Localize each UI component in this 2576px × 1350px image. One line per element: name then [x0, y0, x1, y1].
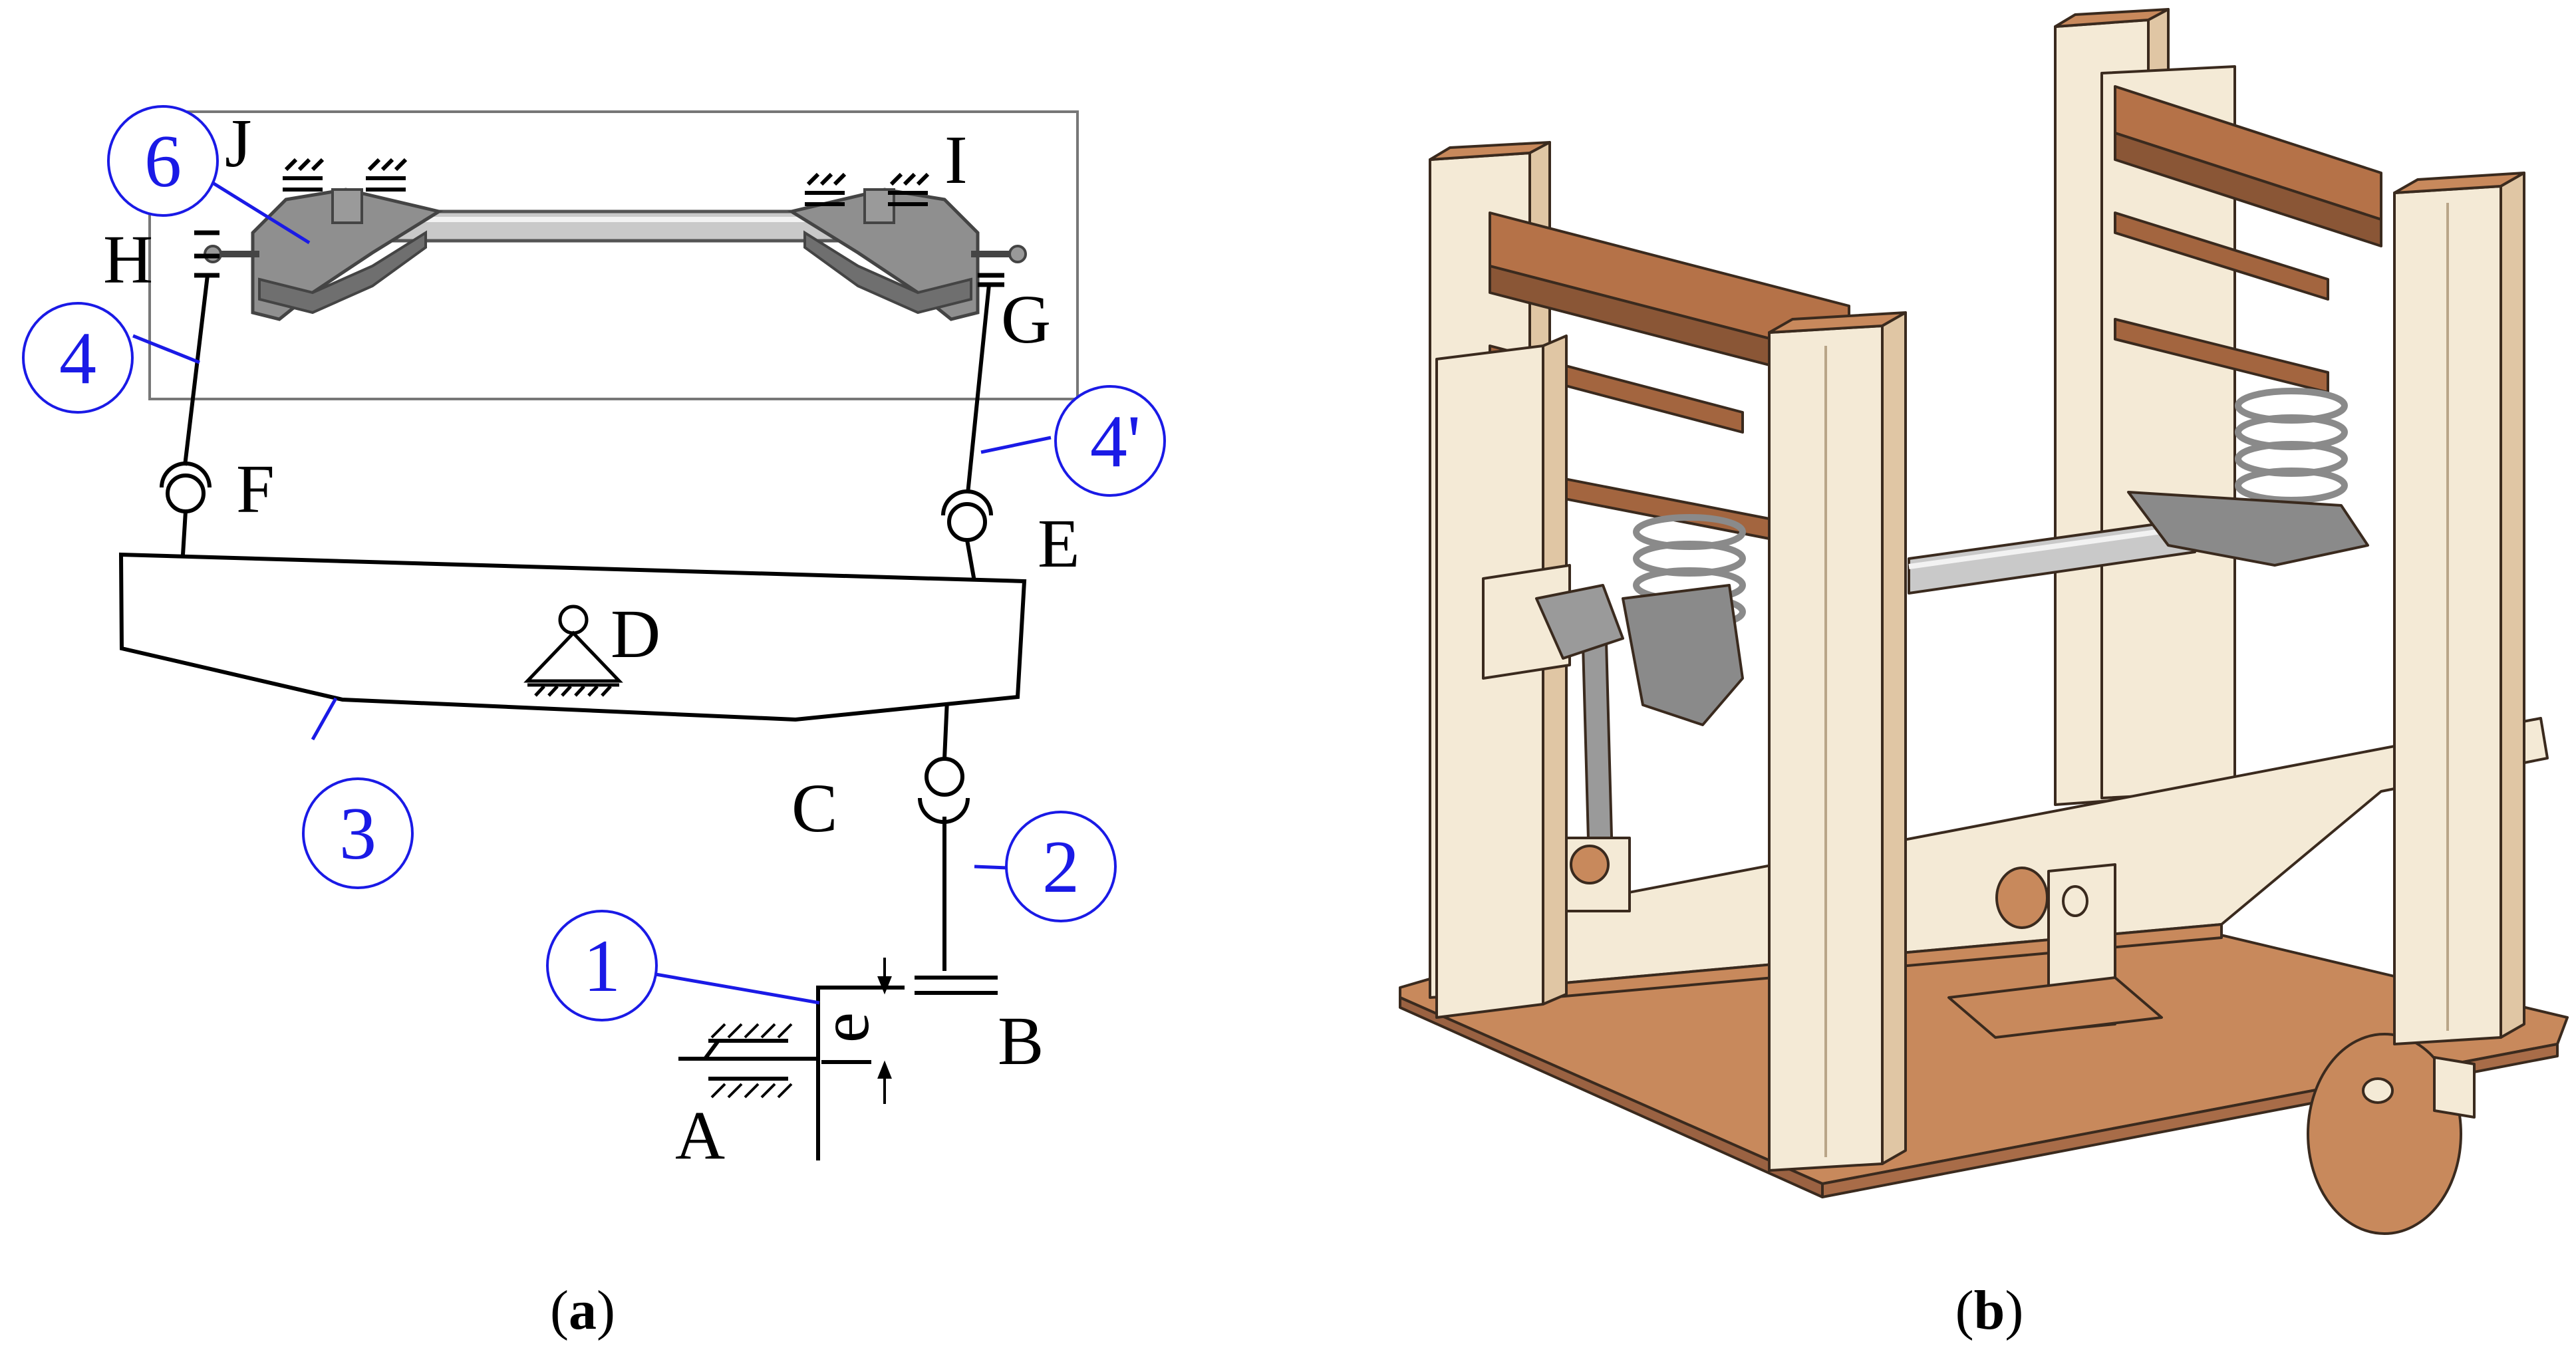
ground-bearings [283, 158, 930, 206]
callout-4: 4 [59, 317, 96, 400]
post-front-left [1435, 335, 1624, 1019]
callout-6: 6 [144, 120, 182, 203]
point-label-h: H [103, 221, 153, 298]
caption-a: (a) [550, 1280, 615, 1341]
point-label-c: C [791, 770, 837, 847]
crank-wheel [2307, 1033, 2476, 1235]
callout-2: 2 [1042, 826, 1079, 908]
point-label-e: E [1038, 505, 1080, 582]
callout-3: 3 [339, 793, 376, 875]
upper-channel-right [2114, 85, 2382, 394]
joint-caps [194, 230, 1004, 287]
axle-beam [204, 188, 1027, 321]
crank-eccentric [678, 817, 998, 1160]
caption-b-letter: b [1974, 1280, 2005, 1341]
point-label-b: B [998, 1003, 1044, 1079]
callout-4-prime: 4' [1090, 400, 1141, 483]
dimension-e [877, 958, 892, 1104]
callout-1: 1 [583, 925, 621, 1008]
point-label-i: I [944, 122, 968, 198]
panel-a-schematic: e 1 2 3 4 4' 6 J I H G F E [22, 105, 1166, 1341]
point-label-d: D [611, 596, 660, 672]
post-front-middle [1768, 311, 1907, 1172]
point-label-j: J [225, 105, 251, 182]
point-label-g: G [1001, 281, 1051, 358]
pivot-d [523, 605, 623, 697]
callout-circles [22, 105, 1166, 1021]
callout-leaders [132, 179, 1052, 1005]
panel-b-test-rig: (b) [1399, 8, 2569, 1341]
dimension-e-label: e [807, 1012, 883, 1043]
ground-hatch-a [710, 1023, 793, 1099]
axle-bounding-box [148, 110, 1079, 400]
balance-beam [118, 552, 1027, 722]
caption-b: (b) [1955, 1280, 2024, 1341]
point-label-f: F [236, 451, 275, 527]
axle-tube [1622, 491, 2369, 726]
spring-right [2235, 388, 2348, 503]
pivot-bracket [1947, 863, 2163, 1039]
lower-beam [1495, 717, 2549, 999]
post-front-right [2393, 172, 2525, 1045]
caption-a-letter: a [569, 1280, 597, 1341]
links-4 [183, 275, 991, 494]
point-label-a: A [675, 1097, 725, 1174]
